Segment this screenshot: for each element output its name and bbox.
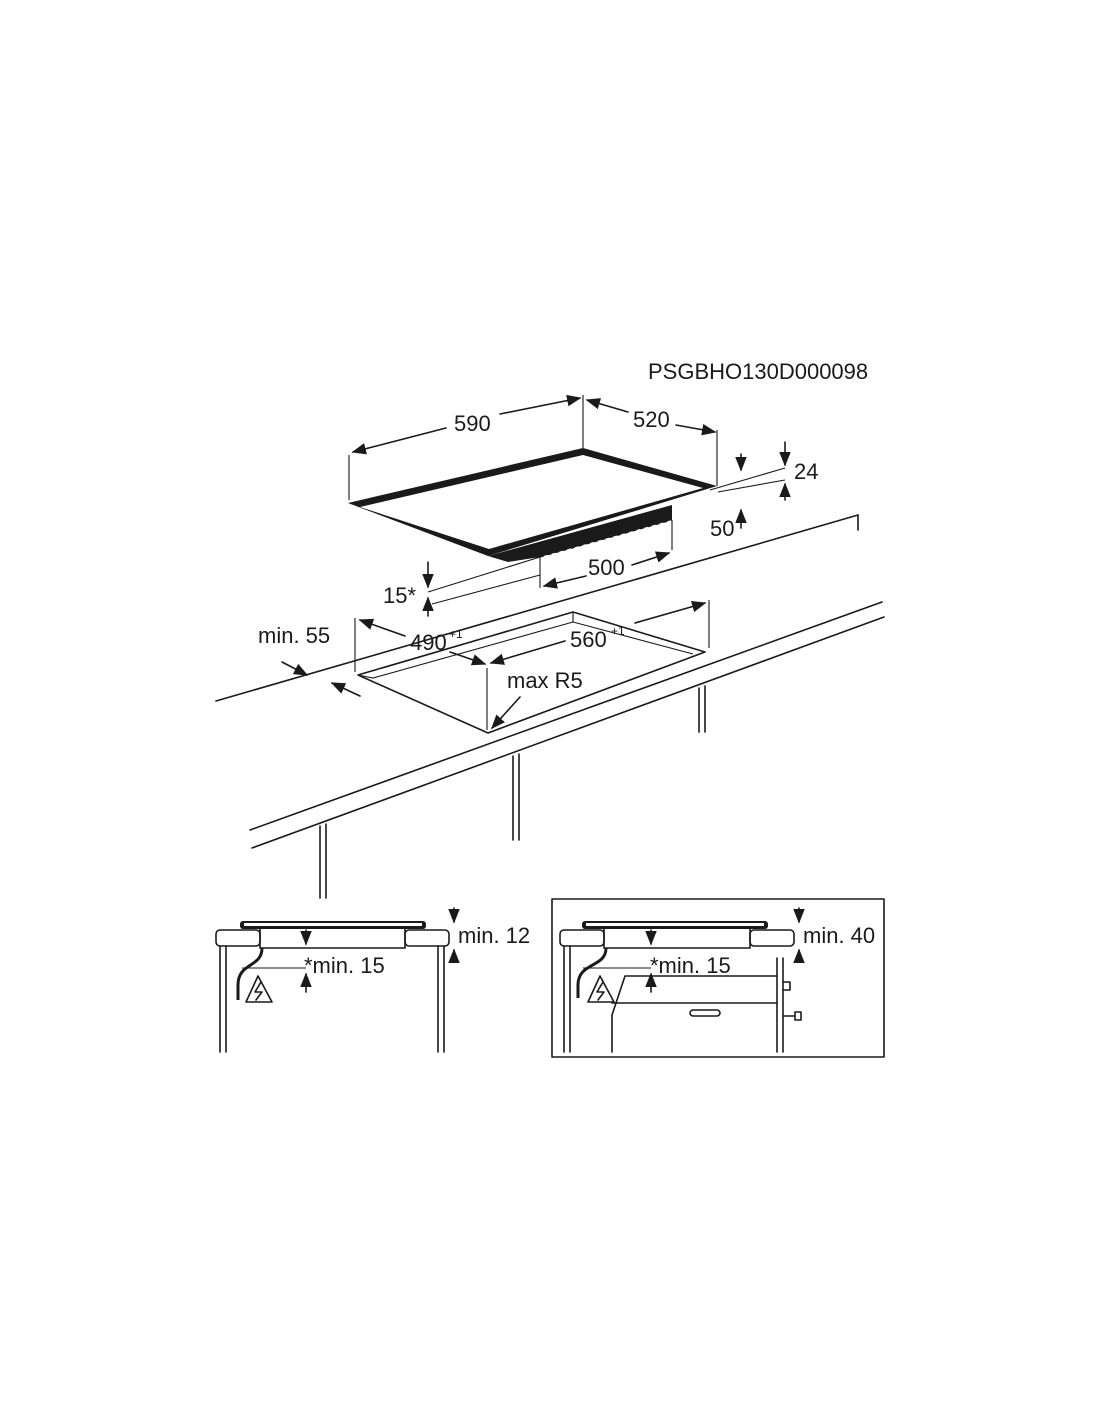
hob xyxy=(348,448,717,588)
dim-24: 24 xyxy=(709,441,818,501)
detail-left-top-clearance: min. 12 xyxy=(458,923,530,948)
dim-r5: max R5 xyxy=(491,668,583,730)
dim-560: 560 +1 xyxy=(489,600,710,665)
dim-50: 50 xyxy=(710,508,747,541)
detail-right: min. 40 *min. 15 xyxy=(551,898,885,1058)
dim-520-label: 520 xyxy=(633,407,670,432)
worktop xyxy=(215,514,885,899)
detail-right-bottom-clearance: *min. 15 xyxy=(650,953,731,978)
detail-left-bottom-clearance: *min. 15 xyxy=(304,953,385,978)
dim-15-label: 15* xyxy=(383,583,416,608)
drawing-code: PSGBHO130D000098 xyxy=(648,359,868,384)
dim-15: 15* xyxy=(383,556,541,617)
dim-500-label: 500 xyxy=(588,555,625,580)
dim-560-label: 560 xyxy=(570,627,607,652)
detail-left: min. 12 *min. 15 xyxy=(215,907,530,1053)
dim-min-55: min. 55 xyxy=(258,623,361,697)
dim-24-label: 24 xyxy=(794,459,818,484)
high-voltage-warning-icon xyxy=(587,975,615,1003)
detail-right-top-clearance: min. 40 xyxy=(803,923,875,948)
dim-590-label: 590 xyxy=(454,411,491,436)
cutout xyxy=(357,611,706,734)
dim-490: 490 +1 xyxy=(354,618,488,730)
dim-50-label: 50 xyxy=(710,516,734,541)
dim-min-55-label: min. 55 xyxy=(258,623,330,648)
high-voltage-warning-icon xyxy=(245,975,273,1003)
dim-r5-label: max R5 xyxy=(507,668,583,693)
dim-520: 520 xyxy=(585,398,718,486)
dim-500: 500 xyxy=(542,551,671,589)
dim-490-tolerance: +1 xyxy=(449,627,463,641)
dim-490-label: 490 xyxy=(410,630,447,655)
dim-590: 590 xyxy=(348,394,584,500)
dim-560-tolerance: +1 xyxy=(611,624,625,638)
